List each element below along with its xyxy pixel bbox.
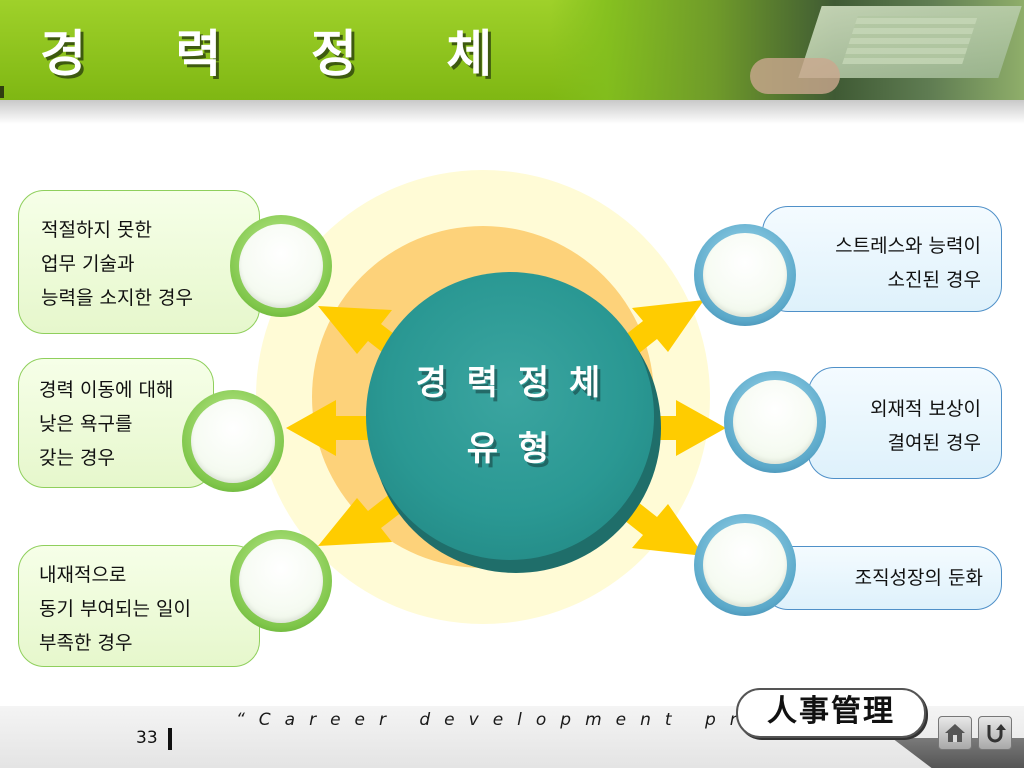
return-button[interactable] (978, 716, 1012, 750)
left-ring-1 (230, 215, 332, 317)
banner-accent (0, 86, 4, 98)
core-label: 경 력 정 체 유 형 (366, 350, 654, 482)
left-box-2: 경력 이동에 대해 낮은 욕구를 갖는 경우 (18, 358, 214, 488)
title-banner: 경 력 정 체 (0, 0, 1024, 100)
footer-slogan: “Career development program” (236, 710, 899, 730)
banner-photo (550, 0, 1024, 100)
right-box-2: 외재적 보상이 결여된 경우 (808, 367, 1002, 479)
right-box-1: 스트레스와 능력이 소진된 경우 (762, 206, 1002, 312)
left-box-1-line: 능력을 소지한 경우 (41, 287, 193, 309)
right-box-3-line: 조직성장의 둔화 (854, 567, 983, 589)
hr-badge: 人事管理 (736, 688, 926, 738)
left-box-2-line: 경력 이동에 대해 (39, 379, 174, 401)
home-icon (945, 724, 965, 742)
left-box-3: 내재적으로 동기 부여되는 일이 부족한 경우 (18, 545, 260, 667)
arrow-right (612, 400, 726, 456)
return-arrow-icon (987, 724, 1006, 743)
core-label-line2: 유 형 (466, 429, 554, 469)
page-number-bar (168, 728, 172, 750)
left-box-1-line: 업무 기술과 (41, 253, 135, 275)
right-box-2-line: 외재적 보상이 (870, 398, 981, 420)
left-ring-2 (182, 390, 284, 492)
right-box-1-line: 소진된 경우 (887, 269, 981, 291)
core-label-line1: 경 력 정 체 (415, 363, 605, 403)
left-box-2-line: 갖는 경우 (39, 447, 115, 469)
left-box-3-line: 동기 부여되는 일이 (39, 598, 191, 620)
banner-shadow (0, 100, 1024, 124)
core-circle (366, 272, 654, 560)
left-ring-3 (230, 530, 332, 632)
arrow-left (286, 400, 400, 456)
right-ring-1 (694, 224, 796, 326)
left-box-2-line: 낮은 욕구를 (39, 413, 133, 435)
right-box-3: 조직성장의 둔화 (762, 546, 1002, 610)
right-box-2-line: 결여된 경우 (887, 432, 981, 454)
right-ring-3 (694, 514, 796, 616)
left-box-1-line: 적절하지 못한 (41, 219, 152, 241)
left-box-3-line: 부족한 경우 (39, 632, 133, 654)
left-box-1: 적절하지 못한 업무 기술과 능력을 소지한 경우 (18, 190, 260, 334)
left-box-3-line: 내재적으로 (39, 564, 127, 586)
right-ring-2 (724, 371, 826, 473)
page-number: 33 (136, 728, 158, 748)
home-button[interactable] (938, 716, 972, 750)
right-box-1-line: 스트레스와 능력이 (835, 235, 981, 257)
slide-title: 경 력 정 체 (40, 25, 529, 83)
